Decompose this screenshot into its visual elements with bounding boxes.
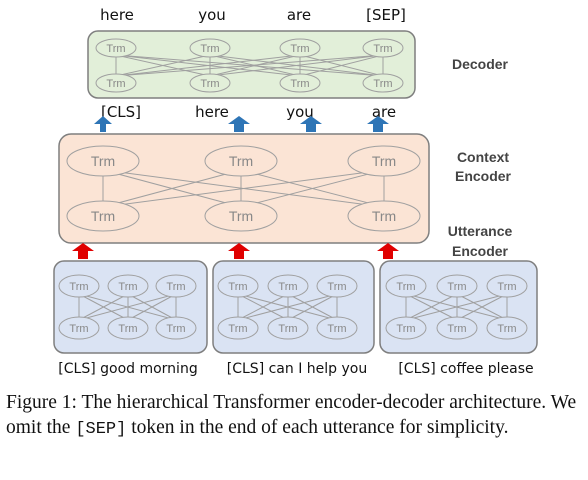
trm-label: Trm xyxy=(166,281,185,293)
trm-label: Trm xyxy=(200,78,219,90)
context-encoder-block: Trm Trm Trm Trm Trm Trm Context Encoder xyxy=(58,133,512,244)
trm-label: Trm xyxy=(229,153,253,169)
trm-label: Trm xyxy=(372,153,396,169)
utterance-trm-node xyxy=(107,316,149,340)
utterance-trm-node xyxy=(316,316,358,340)
trm-label: Trm xyxy=(91,153,115,169)
trm-label: Trm xyxy=(396,323,415,335)
utterance-trm-node xyxy=(58,274,100,298)
decoder-block: here you are [SEP] Trm Trm Trm Trm Trm xyxy=(87,6,509,121)
context-trm-node xyxy=(347,145,421,177)
figure-caption: Figure 1: The hierarchical Transformer e… xyxy=(6,390,584,442)
decoder-trm-node xyxy=(95,73,137,93)
trm-label: Trm xyxy=(166,323,185,335)
trm-label: Trm xyxy=(229,208,253,224)
context-encoder-label: Context xyxy=(457,149,509,165)
trm-label: Trm xyxy=(372,208,396,224)
up-arrow-icon xyxy=(228,243,250,259)
decoder-trm-node xyxy=(189,38,231,58)
decoder-trm-node xyxy=(279,73,321,93)
decoder-trm-node xyxy=(362,73,404,93)
utterance-encoder-label: Encoder xyxy=(452,243,509,259)
utterance-trm-node xyxy=(436,316,478,340)
trm-label: Trm xyxy=(447,323,466,335)
trm-label: Trm xyxy=(228,281,247,293)
utterance-encoder-label: Utterance xyxy=(448,223,513,239)
trm-label: Trm xyxy=(497,281,516,293)
context-encoder-label: Encoder xyxy=(455,168,512,184)
context-trm-node xyxy=(204,145,278,177)
trm-label: Trm xyxy=(290,43,309,55)
utterance-encoder-block: Trm Trm Trm Trm Trm Trm Trm Trm Trm Trm … xyxy=(53,260,538,377)
trm-label: Trm xyxy=(327,323,346,335)
utterance-text: [CLS] good morning xyxy=(58,361,197,377)
up-arrow-icon xyxy=(228,116,250,132)
decoder-trm-node xyxy=(362,38,404,58)
architecture-diagram: here you are [SEP] Trm Trm Trm Trm Trm xyxy=(53,6,538,377)
trm-label: Trm xyxy=(228,323,247,335)
up-arrow-icon xyxy=(72,243,94,259)
context-trm-node xyxy=(204,200,278,232)
trm-label: Trm xyxy=(118,323,137,335)
decoder-input-token: you xyxy=(286,103,314,121)
decoder-trm-node xyxy=(189,73,231,93)
caption-suffix: token in the end of each utterance for s… xyxy=(126,417,509,438)
utterance-trm-node xyxy=(58,316,100,340)
trm-label: Trm xyxy=(396,281,415,293)
trm-label: Trm xyxy=(497,323,516,335)
utterance-trm-node xyxy=(486,274,528,298)
utterance-trm-node xyxy=(217,316,259,340)
decoder-output-token: you xyxy=(198,6,226,24)
trm-label: Trm xyxy=(447,281,466,293)
utterance-trm-node xyxy=(267,316,309,340)
utterance-trm-node xyxy=(316,274,358,298)
trm-label: Trm xyxy=(69,281,88,293)
trm-label: Trm xyxy=(118,281,137,293)
utterance-text: [CLS] coffee please xyxy=(398,361,533,377)
trm-label: Trm xyxy=(91,208,115,224)
decoder-output-token: [SEP] xyxy=(366,6,406,24)
utterance-trm-node xyxy=(436,274,478,298)
up-arrow-icon xyxy=(367,116,389,132)
trm-label: Trm xyxy=(106,43,125,55)
trm-label: Trm xyxy=(278,323,297,335)
decoder-trm-node xyxy=(95,38,137,58)
trm-label: Trm xyxy=(106,78,125,90)
context-encoder-connections xyxy=(102,169,385,208)
utterance-trm-node xyxy=(385,316,427,340)
context-trm-node xyxy=(66,200,140,232)
up-arrow-icon xyxy=(94,116,112,132)
utterance-trm-node xyxy=(486,316,528,340)
caption-code: [SEP] xyxy=(75,420,127,439)
decoder-trm-node xyxy=(279,38,321,58)
caption-prefix: Figure 1: The hierarchical Transformer e… xyxy=(6,392,577,438)
trm-label: Trm xyxy=(278,281,297,293)
decoder-connections xyxy=(115,54,384,77)
utterance-trm-node xyxy=(217,274,259,298)
decoder-input-token: here xyxy=(195,103,229,121)
decoder-output-token: are xyxy=(287,6,311,24)
decoder-output-token: here xyxy=(100,6,134,24)
trm-label: Trm xyxy=(373,43,392,55)
trm-label: Trm xyxy=(69,323,88,335)
utterance-trm-node xyxy=(155,316,197,340)
utterance-trm-node xyxy=(267,274,309,298)
decoder-label: Decoder xyxy=(452,56,509,72)
context-trm-node xyxy=(347,200,421,232)
trm-label: Trm xyxy=(373,78,392,90)
utterance-trm-node xyxy=(385,274,427,298)
trm-label: Trm xyxy=(200,43,219,55)
trm-label: Trm xyxy=(290,78,309,90)
decoder-input-token: [CLS] xyxy=(101,103,141,121)
context-trm-node xyxy=(66,145,140,177)
trm-label: Trm xyxy=(327,281,346,293)
utterance-trm-node xyxy=(155,274,197,298)
utterance-text: [CLS] can I help you xyxy=(227,361,367,377)
up-arrow-icon xyxy=(300,116,322,132)
utterance-trm-node xyxy=(107,274,149,298)
up-arrow-icon xyxy=(377,243,399,259)
